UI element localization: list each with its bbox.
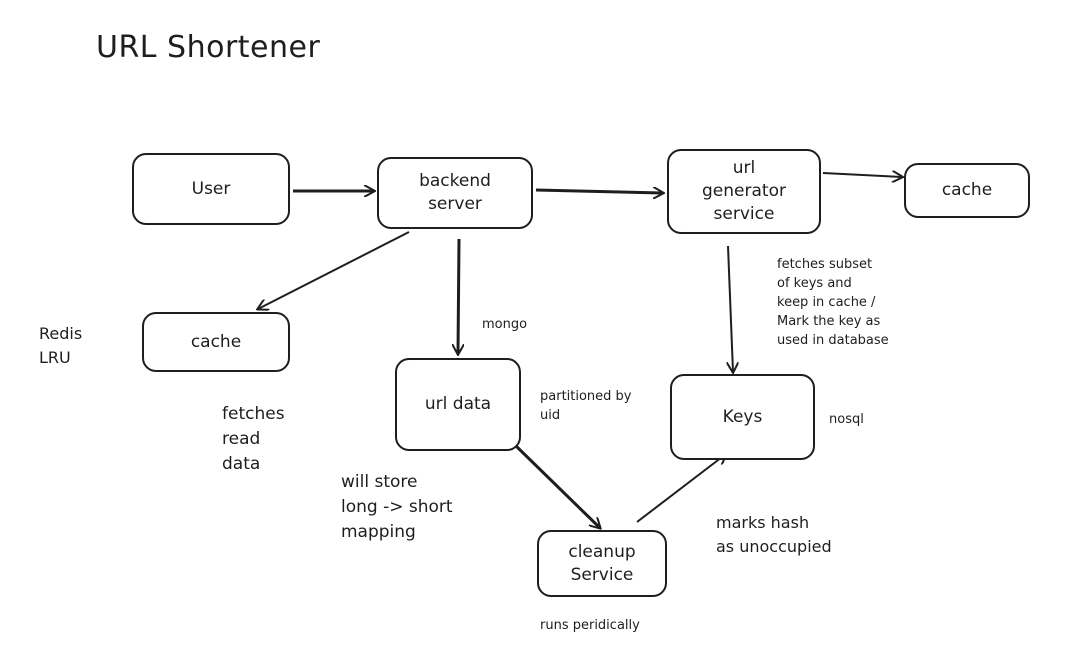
edge-backend-to-urlgen [535,190,663,193]
user-node: User [132,153,290,225]
diagram-title: URL Shortener [96,30,321,65]
cache-left-node: cache [142,312,290,372]
edge-backend-to-cache [258,231,410,309]
redis-lru-note: Redis LRU [39,324,83,367]
url-data-node: url data [395,358,521,451]
edge-urlgen-to-keys [728,245,733,372]
runs-periodically-note: runs peridically [540,618,640,633]
keys-node: Keys [670,374,815,460]
fetches-subset-note: fetches subset of keys and keep in cache… [777,257,889,348]
edge-urldata-to-cleanup [514,444,600,528]
backend-server-node: backend server [377,157,533,229]
partitioned-by-uid-note: partitioned by uid [540,389,632,423]
mongo-note: mongo [482,317,528,332]
nosql-note: nosql [829,412,864,427]
edge-cleanup-to-keys [636,454,726,523]
fetches-read-data-note: fetches read data [222,404,285,474]
url-generator-service-node: url generator service [667,149,821,234]
cleanup-service-node: cleanup Service [537,530,667,597]
edge-backend-to-urldata [458,238,459,354]
will-store-mapping-note: will store long -> short mapping [341,472,453,542]
marks-hash-note: marks hash as unoccupied [716,513,832,556]
cache-right-node: cache [904,163,1030,218]
edge-urlgen-to-cache [822,173,902,177]
